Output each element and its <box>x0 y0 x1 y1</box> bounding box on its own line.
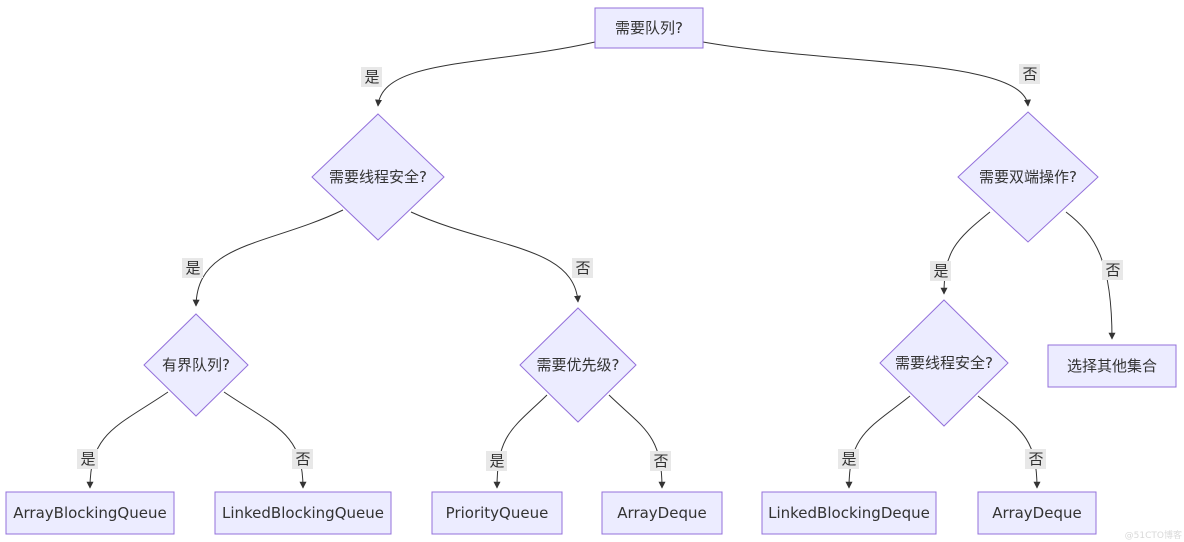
linked-blocking-deque-box <box>761 491 937 535</box>
thread-safe-left-label: 需要线程安全? <box>329 168 427 186</box>
edge-label-no-9: 否 <box>650 451 671 471</box>
node-thread-safe-right: 需要线程安全? <box>879 299 1009 427</box>
thread-safe-right-label: 需要线程安全? <box>895 354 993 372</box>
bounded-queue-label: 有界队列? <box>162 356 230 374</box>
edge-label-text: 是 <box>185 259 200 277</box>
edge-label-bg <box>838 449 859 469</box>
thread-safe-left-diamond <box>311 113 445 241</box>
edge-label-yes-6: 是 <box>77 449 98 469</box>
edge-label-yes-2: 是 <box>182 258 203 278</box>
edge-label-no-7: 否 <box>292 449 313 469</box>
edge-label-bg <box>292 449 313 469</box>
edge-thread-safe-right-to-linked-blocking-deque <box>845 395 911 489</box>
need-queue-box <box>594 7 704 49</box>
linked-blocking-deque-label: LinkedBlockingDeque <box>768 504 930 522</box>
edge-label-bg <box>1102 260 1123 280</box>
edge-label-bg <box>182 258 203 278</box>
edge-label-bg <box>1019 64 1040 84</box>
edge-label-no-1: 否 <box>1019 64 1040 84</box>
edge-label-text: 是 <box>80 450 95 468</box>
edge-bounded-queue-to-array-blocking-queue <box>86 391 169 489</box>
node-linked-blocking-queue: LinkedBlockingQueue <box>214 491 392 535</box>
edge-label-bg <box>486 451 507 471</box>
edge-label-yes-10: 是 <box>838 449 859 469</box>
edge-label-yes-8: 是 <box>486 451 507 471</box>
node-bounded-queue: 有界队列? <box>143 313 249 417</box>
need-queue-label: 需要队列? <box>615 19 683 37</box>
edge-label-text: 是 <box>933 262 948 280</box>
edge-label-text: 是 <box>841 450 856 468</box>
bounded-queue-diamond <box>143 313 249 417</box>
edge-label-text: 否 <box>653 452 668 470</box>
array-blocking-queue-box <box>5 491 175 535</box>
edge-label-bg <box>361 67 382 87</box>
node-need-queue: 需要队列? <box>594 7 704 49</box>
edge-label-bg <box>77 449 98 469</box>
node-other-collection: 选择其他集合 <box>1047 344 1177 388</box>
edge-label-text: 是 <box>489 452 504 470</box>
edge-label-bg <box>650 451 671 471</box>
edge-deque-op-to-other-collection <box>1065 211 1116 340</box>
node-priority-queue: PriorityQueue <box>431 491 563 535</box>
edge-label-text: 否 <box>1022 65 1037 83</box>
edge-need-priority-to-array-deque-1 <box>608 394 666 489</box>
deque-op-label: 需要双端操作? <box>979 168 1077 186</box>
edge-label-no-5: 否 <box>1102 260 1123 280</box>
node-linked-blocking-deque: LinkedBlockingDeque <box>761 491 937 535</box>
array-deque-1-box <box>601 491 723 535</box>
node-array-deque-1: ArrayDeque <box>601 491 723 535</box>
node-need-priority: 需要优先级? <box>519 307 637 423</box>
watermark-text: @51CTO博客 <box>1125 529 1182 541</box>
edge-label-text: 否 <box>1105 261 1120 279</box>
edge-label-text: 否 <box>1028 450 1043 468</box>
deque-op-diamond <box>957 111 1099 243</box>
priority-queue-box <box>431 491 563 535</box>
other-collection-box <box>1047 344 1177 388</box>
linked-blocking-queue-box <box>214 491 392 535</box>
edge-label-no-3: 否 <box>572 258 593 278</box>
edge-bounded-queue-to-linked-blocking-queue <box>223 391 307 489</box>
edge-deque-op-to-thread-safe-right <box>940 211 991 295</box>
edge-thread-safe-right-to-array-deque-2 <box>977 395 1041 489</box>
edge-need-queue-to-thread-safe-left <box>375 41 596 107</box>
array-blocking-queue-label: ArrayBlockingQueue <box>13 504 166 522</box>
array-deque-2-label: ArrayDeque <box>992 504 1081 522</box>
edge-thread-safe-left-to-need-priority <box>410 211 582 303</box>
need-priority-label: 需要优先级? <box>537 356 620 374</box>
priority-queue-label: PriorityQueue <box>446 504 549 522</box>
edge-label-bg <box>930 261 951 281</box>
edge-label-text: 否 <box>295 450 310 468</box>
edge-need-priority-to-priority-queue <box>493 394 548 489</box>
array-deque-1-label: ArrayDeque <box>617 504 706 522</box>
need-priority-diamond <box>519 307 637 423</box>
linked-blocking-queue-label: LinkedBlockingQueue <box>222 504 384 522</box>
edge-label-text: 是 <box>364 68 379 86</box>
node-deque-op: 需要双端操作? <box>957 111 1099 243</box>
array-deque-2-box <box>977 491 1097 535</box>
edge-label-yes-4: 是 <box>930 261 951 281</box>
edge-label-bg <box>1025 449 1046 469</box>
node-array-blocking-queue: ArrayBlockingQueue <box>5 491 175 535</box>
edge-label-text: 否 <box>575 259 590 277</box>
edge-label-bg <box>572 258 593 278</box>
node-array-deque-2: ArrayDeque <box>977 491 1097 535</box>
thread-safe-right-diamond <box>879 299 1009 427</box>
node-thread-safe-left: 需要线程安全? <box>311 113 445 241</box>
edge-label-no-11: 否 <box>1025 449 1046 469</box>
other-collection-label: 选择其他集合 <box>1067 357 1157 375</box>
edge-need-queue-to-deque-op <box>702 41 1031 107</box>
edge-thread-safe-left-to-bounded-queue <box>192 209 344 307</box>
edge-label-yes-0: 是 <box>361 67 382 87</box>
